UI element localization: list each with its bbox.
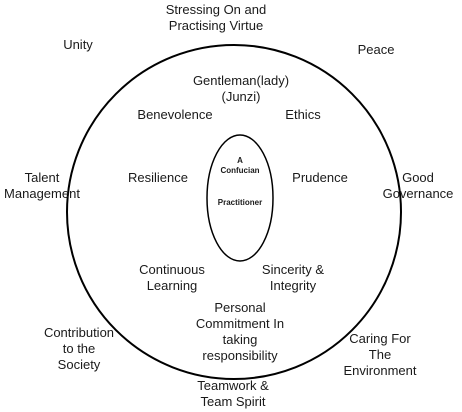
label-prudence-line1: Prudence (292, 170, 348, 185)
label-teamwork: Teamwork & Team Spirit (178, 378, 288, 410)
label-sincerity-line2: Integrity (269, 278, 317, 293)
label-continuous-learning-line2: Learning (146, 278, 198, 293)
label-environment-line1: Caring For (349, 331, 411, 346)
label-virtue-line2: Practising Virtue (168, 18, 264, 33)
label-commitment-line4: responsibility (202, 348, 278, 363)
outer-circle (66, 44, 402, 380)
label-peace: Peace (346, 42, 406, 58)
label-talent-line2: Management (4, 186, 80, 201)
label-environment-line2: The (368, 347, 392, 362)
label-junzi: Gentleman(lady) (Junzi) (166, 73, 316, 105)
label-continuous-learning: Continuous Learning (122, 262, 222, 294)
label-virtue: Stressing On and Practising Virtue (141, 2, 291, 34)
label-ethics: Ethics (268, 107, 338, 123)
label-junzi-line1: Gentleman(lady) (192, 73, 290, 88)
center-label: A Confucian Practitioner (205, 156, 275, 208)
label-society-line3: Society (57, 357, 101, 372)
label-society: Contribution to the Society (34, 325, 124, 373)
label-environment: Caring For The Environment (328, 331, 432, 379)
label-governance-line1: Good (402, 170, 434, 185)
label-ethics-line1: Ethics (285, 107, 321, 122)
label-teamwork-line1: Teamwork & (197, 378, 269, 393)
label-resilience-line1: Resilience (128, 170, 188, 185)
label-junzi-line2: (Junzi) (221, 89, 261, 104)
label-talent-line1: Talent (24, 170, 60, 185)
label-commitment-line3: taking (222, 332, 258, 347)
center-ellipse (206, 134, 274, 262)
label-society-line1: Contribution (43, 325, 115, 340)
label-governance-line2: Governance (382, 186, 454, 201)
label-unity-line1: Unity (63, 37, 93, 52)
label-society-line2: to the (62, 341, 96, 356)
label-resilience: Resilience (113, 170, 203, 186)
label-teamwork-line2: Team Spirit (200, 394, 266, 409)
label-prudence: Prudence (275, 170, 365, 186)
label-talent: Talent Management (0, 170, 84, 202)
label-continuous-learning-line1: Continuous (139, 262, 205, 277)
center-label-line2: Confucian (220, 166, 260, 175)
label-benevolence-line1: Benevolence (137, 107, 213, 122)
label-benevolence: Benevolence (120, 107, 230, 123)
label-environment-line3: Environment (343, 363, 417, 378)
label-commitment-line1: Personal (214, 300, 266, 315)
center-label-line1: A (237, 156, 243, 165)
label-virtue-line1: Stressing On and (165, 2, 267, 17)
label-governance: Good Governance (376, 170, 460, 202)
label-sincerity: Sincerity & Integrity (243, 262, 343, 294)
label-unity: Unity (48, 37, 108, 53)
label-sincerity-line1: Sincerity & (261, 262, 325, 277)
label-peace-line1: Peace (357, 42, 395, 57)
center-label-line3: Practitioner (217, 198, 263, 207)
label-commitment-line2: Commitment In (195, 316, 285, 331)
label-commitment: Personal Commitment In taking responsibi… (170, 300, 310, 364)
